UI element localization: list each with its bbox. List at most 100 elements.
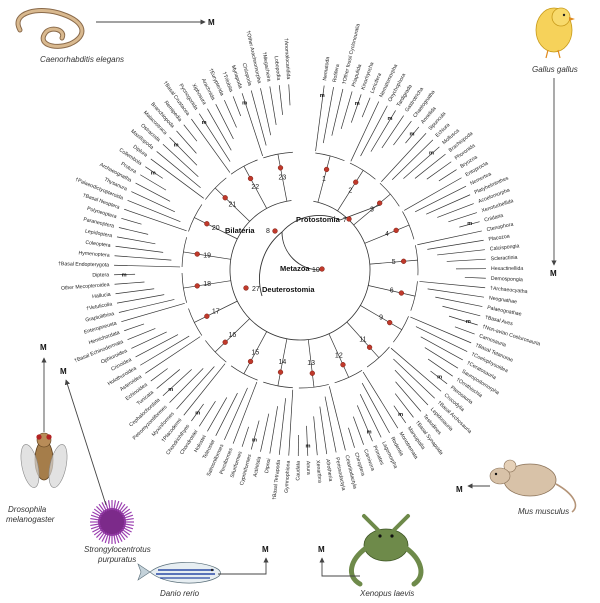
node-number-8: 8 [266,228,270,235]
node-number: 2 [348,187,352,194]
tip-branch [288,84,291,106]
tip-branch [183,124,198,142]
node-number: 1 [322,176,326,183]
clade-arc [366,346,390,368]
inner-ring [229,200,371,341]
taxon-label: Placozoa [488,233,510,242]
model-flag: m [398,412,403,418]
tip-branch [124,323,145,332]
taxon-label: Hallucia [92,292,111,300]
tip-branch [269,406,278,454]
tip-branch [417,230,482,246]
tip-branch [135,334,179,358]
tip-branch [435,296,483,307]
urchin-spine [123,523,134,527]
taxon-label: Lobopodia [273,56,282,81]
urchin-spine [113,500,117,511]
tip-branch [114,255,172,261]
gallus-marker: M [550,269,557,278]
tip-branch [426,161,452,180]
urchin-spine [116,532,123,542]
tip-branch [359,394,382,438]
taxon-label: Actinistia [252,456,262,478]
urchin-spine [98,531,106,541]
node-dot [398,290,405,296]
node-dot [204,313,210,319]
tip-branch [176,130,197,154]
tip-branch [403,146,440,179]
tip-branch [424,347,459,369]
tip-branch [394,393,414,418]
tip-branch [145,336,201,374]
tip-branch [115,245,164,253]
zebrafish-marker: M [262,545,269,554]
zebrafish-name: Danio rerio [160,589,200,598]
tip-branch [306,425,309,456]
core-branches [259,204,381,297]
tip-branch [191,118,231,173]
tip-branch [215,392,238,436]
urchin-spine [92,526,102,533]
tip-branch [464,276,486,279]
urchin-spine [90,523,101,527]
tip-branch [241,93,263,157]
taxon-label: Hexactinellida [491,266,523,272]
tip-branch [370,110,396,152]
taxon-label: Lepidoptera [84,228,112,239]
clade-stem [337,170,364,212]
taxon-label: Demospongia [491,276,523,283]
tip-branch [260,413,270,452]
node-number: 12 [335,352,343,359]
urchin-spine [123,514,134,519]
tip-branch [459,221,480,228]
tip-branch [454,326,475,335]
tip-branch [224,387,248,441]
clade-stem [369,259,418,265]
urchin-spine [104,533,109,544]
urchin-spine [120,506,128,514]
tip-branch [446,258,486,262]
tip-branch [116,294,165,304]
clade-stem [364,224,410,244]
node-number: 11 [359,337,366,344]
tip-branch [331,88,344,136]
node-number: 3 [370,206,374,213]
urchin-spine [93,508,103,516]
taxon-label: Calcispongia [490,243,520,252]
taxon-label: Nematoda [322,56,331,81]
clade-stem [307,339,315,388]
urchin-arrow [64,379,107,506]
tip-branch [390,347,442,392]
urchin-spine [115,533,120,544]
celegans-marker: M [208,18,215,27]
node-dot-8 [272,228,278,234]
protostomia-label: Protostomia [296,215,341,224]
tip-branch [118,299,175,313]
taxon-label: Cnidaria [484,213,504,224]
tip-branch [198,113,231,162]
node-dot [194,283,200,289]
node-number: 20 [212,225,220,232]
tip-branch [127,199,181,223]
taxon-label: Gymnophiona [284,460,292,493]
model-flag: m [122,273,127,279]
tip-branch [140,335,190,366]
urchin-spine [90,525,101,530]
model-flag: m [467,221,472,227]
tip-branch [232,381,258,444]
model-flag: m [195,411,200,417]
urchin-spine [90,517,101,521]
tip-branch [260,88,272,136]
clade-arc [334,370,363,384]
tip-branch [162,144,199,177]
model-flag: m [437,375,442,381]
urchin-spine [98,503,106,513]
tip-branch [393,405,407,424]
tip-branch [394,369,429,406]
tip-branch [426,194,471,215]
clade-stem [243,331,268,374]
node-dot [393,227,399,234]
tip-branch [116,236,156,245]
urchin-spine [121,528,131,536]
node-dot [387,319,393,326]
